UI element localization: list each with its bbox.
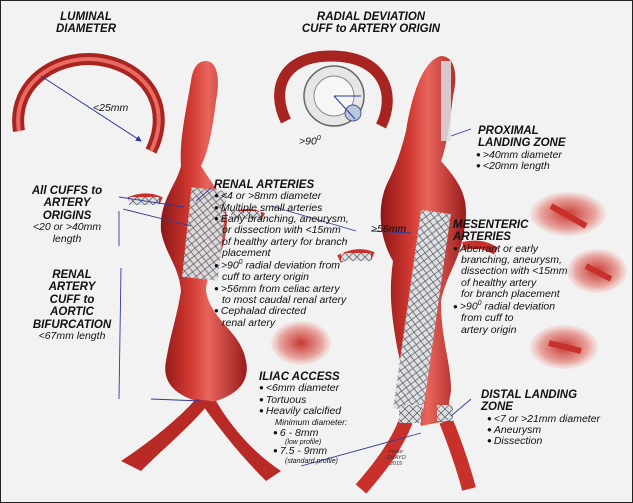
luminal-ring: [18, 59, 159, 151]
measure-56: >56mm: [371, 224, 406, 235]
distal-label: DISTAL LANDING ZONE <7 or >21mm diameter…: [481, 389, 631, 448]
radial-angle: >900: [299, 135, 321, 148]
cuffs-label: All CUFFS to ARTERY ORIGINS <20 or >40mm…: [21, 185, 113, 245]
proximal-label: PROXIMAL LANDING ZONE >40mm diameter <20…: [470, 125, 600, 172]
renal-cuff-label: RENAL ARTERY CUFF to AORTIC BIFURCATION …: [26, 269, 118, 342]
radial-cuff: [280, 56, 388, 126]
iliac-label: ILIAC ACCESS <6mm diameter Tortuous Heav…: [259, 371, 399, 465]
luminal-measure: <25mm: [93, 103, 128, 114]
mesenteric-label: MESENTERIC ARTERIES Aberrant or early br…: [453, 219, 583, 336]
renal-arteries-label: RENAL ARTERIES <4 or >8mm diameter Multi…: [214, 179, 374, 329]
